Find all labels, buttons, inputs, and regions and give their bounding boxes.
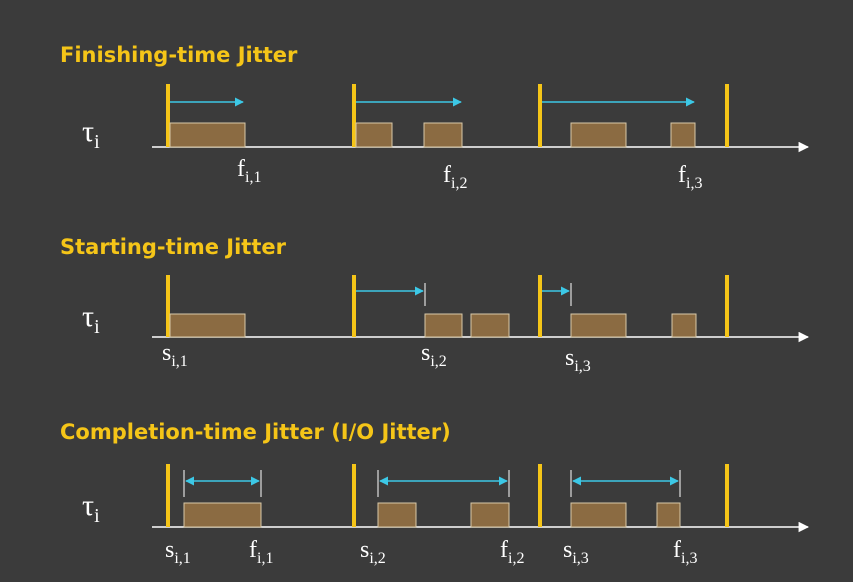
- task-label: τi: [82, 115, 100, 153]
- panel-title-finishing-time-jitter: Finishing-time Jitter: [60, 43, 298, 67]
- job-block: [656, 502, 681, 528]
- job-block: [355, 122, 393, 148]
- panel-starting-time-jitter: τi si,1 si,2 si,3: [82, 275, 810, 375]
- job-block: [470, 313, 510, 338]
- job-block: [377, 502, 417, 528]
- job-block: [670, 122, 696, 148]
- finish-time-label: fi,2: [443, 162, 467, 192]
- job-block: [424, 313, 463, 338]
- finish-time-label: fi,2: [500, 537, 524, 567]
- task-label: τi: [82, 489, 100, 527]
- start-time-label: si,3: [565, 345, 591, 375]
- job-block: [570, 313, 627, 338]
- job-block: [183, 502, 262, 528]
- panel-completion-time-jitter: τi si,1 fi,1 si,2 fi,2 si,3 fi,3: [82, 464, 810, 567]
- finish-time-label: fi,1: [249, 537, 273, 567]
- start-time-label: si,1: [165, 537, 191, 567]
- job-block: [671, 313, 697, 338]
- job-block: [423, 122, 463, 148]
- job-block: [169, 122, 246, 148]
- panel-title-starting-time-jitter: Starting-time Jitter: [60, 235, 286, 259]
- finish-time-label: fi,3: [678, 162, 702, 192]
- start-time-label: si,2: [421, 340, 447, 370]
- panel-finishing-time-jitter: τi fi,1 fi,2 fi,3: [82, 84, 810, 192]
- start-time-label: si,1: [162, 340, 188, 370]
- job-block: [169, 313, 246, 338]
- panel-title-completion-time-jitter: Completion-time Jitter (I/O Jitter): [60, 420, 451, 444]
- finish-time-label: fi,3: [673, 537, 697, 567]
- finish-time-label: fi,1: [237, 156, 261, 186]
- job-block: [570, 502, 627, 528]
- start-time-label: si,2: [360, 537, 386, 567]
- job-block: [570, 122, 627, 148]
- job-block: [470, 502, 510, 528]
- task-label: τi: [82, 300, 100, 338]
- start-time-label: si,3: [563, 537, 589, 567]
